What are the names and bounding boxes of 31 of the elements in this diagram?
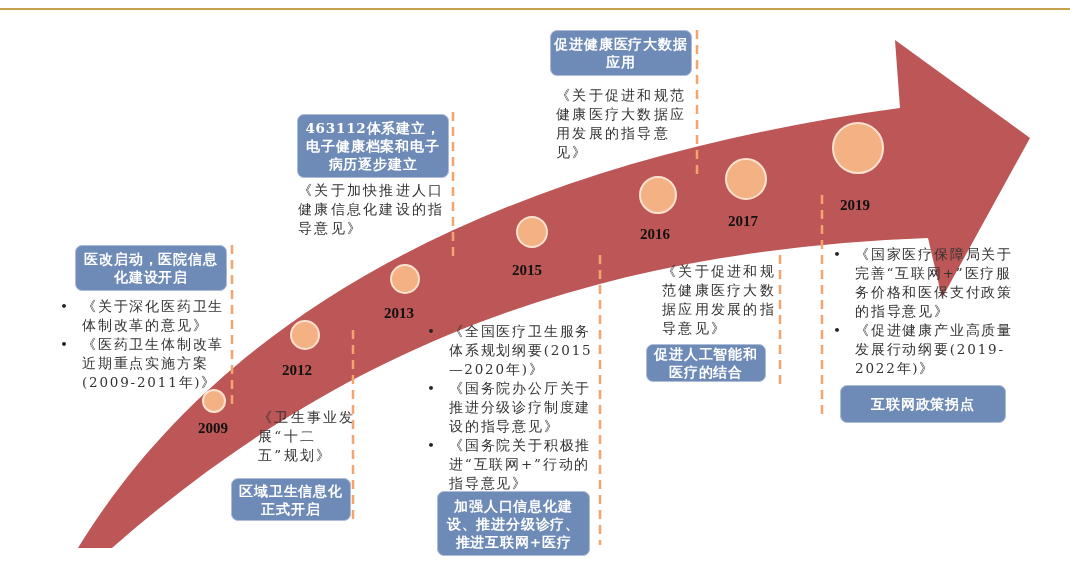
- document-title: 《促进健康产业高质量发展行动纲要(2019-2022年)》: [855, 321, 1014, 378]
- year-label: 2016: [640, 226, 670, 243]
- milestone-box: 区域卫生信息化正式开启: [231, 478, 351, 521]
- bullet: •: [427, 379, 435, 398]
- document-title: 《关于加快推进人口健康信息化建设的指导意见》: [298, 181, 446, 238]
- milestone-box: 医改启动，医院信息化建设开启: [75, 245, 227, 291]
- year-label: 2013: [384, 305, 414, 322]
- milestone-box: 促进人工智能和医疗的结合: [646, 344, 766, 382]
- milestone-box: 促进健康医疗大数据应用: [550, 30, 692, 76]
- bullet: •: [427, 436, 435, 455]
- milestone-box: 互联网政策拐点: [840, 385, 1006, 423]
- bullet: •: [60, 335, 68, 354]
- year-label: 2019: [840, 197, 870, 214]
- document-title: 《关于深化医药卫生体制改革的意见》: [82, 297, 226, 335]
- document-title: 《卫生事业发展“十二五”规划》: [258, 408, 356, 465]
- bullet: •: [833, 245, 841, 264]
- bullet: •: [833, 321, 841, 340]
- document-title: 《国务院办公厅关于推进分级诊疗制度建设的指导意见》: [449, 379, 593, 436]
- year-label: 2012: [282, 362, 312, 379]
- bullet: •: [427, 322, 435, 341]
- milestone-box: 463112体系建立，电子健康档案和电子病历逐步建立: [297, 114, 449, 178]
- document-title: 《关于促进和规范健康医疗大数据应用发展的指导意见》: [556, 86, 688, 162]
- document-title: 《医药卫生体制改革近期重点实施方案(2009-2011年)》: [82, 335, 226, 392]
- year-label: 2015: [512, 262, 542, 279]
- bullet: •: [60, 297, 68, 316]
- document-title: 《关于促进和规范健康医疗大数据应用发展的指导意见》: [662, 262, 778, 338]
- document-title: 《国务院关于积极推进“互联网+”行动的指导意见》: [449, 436, 593, 493]
- year-label: 2009: [198, 420, 228, 437]
- year-label: 2017: [728, 213, 758, 230]
- milestone-circle: [202, 389, 226, 413]
- milestone-box: 加强人口信息化建设、推进分级诊疗、推进互联网+医疗: [437, 491, 590, 556]
